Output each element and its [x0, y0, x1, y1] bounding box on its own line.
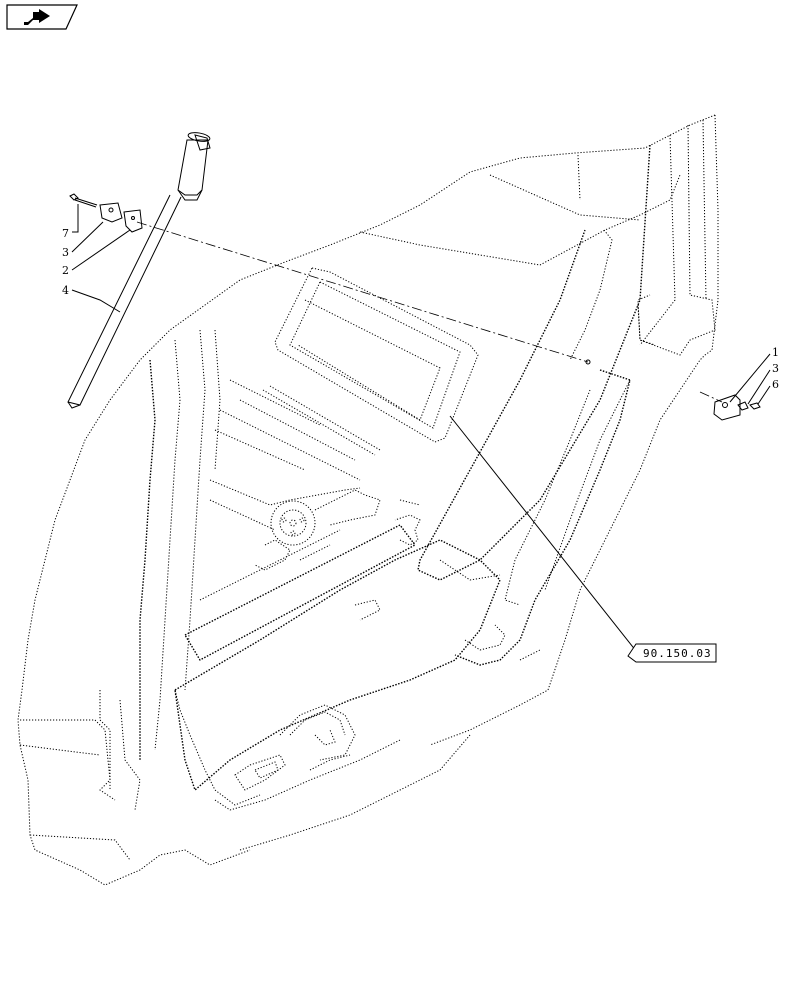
- door-frame: [99, 119, 716, 811]
- handle-rod: [67, 132, 211, 409]
- callout-4: 4: [62, 284, 69, 297]
- assembly-centerline: [136, 221, 723, 403]
- window-panel: [274, 267, 479, 443]
- next-page-tab[interactable]: [6, 4, 78, 30]
- callout-2: 2: [62, 264, 69, 277]
- next-page-arrow-icon: [24, 9, 50, 25]
- reference-label[interactable]: 90.150.03: [643, 647, 712, 660]
- leader-lines: [71, 204, 771, 657]
- callout-6: 6: [772, 378, 779, 391]
- callout-3: 3: [772, 362, 779, 375]
- left-fasteners: [69, 193, 143, 233]
- callout-5: 3: [62, 246, 69, 259]
- strut-mechanism: [184, 379, 421, 661]
- reference-box[interactable]: 90.150.03: [627, 643, 717, 663]
- callout-7: 7: [62, 227, 69, 240]
- callout-1: 1: [772, 346, 779, 359]
- right-latch-parts: [585, 359, 761, 421]
- cab-body-outline: [17, 114, 719, 886]
